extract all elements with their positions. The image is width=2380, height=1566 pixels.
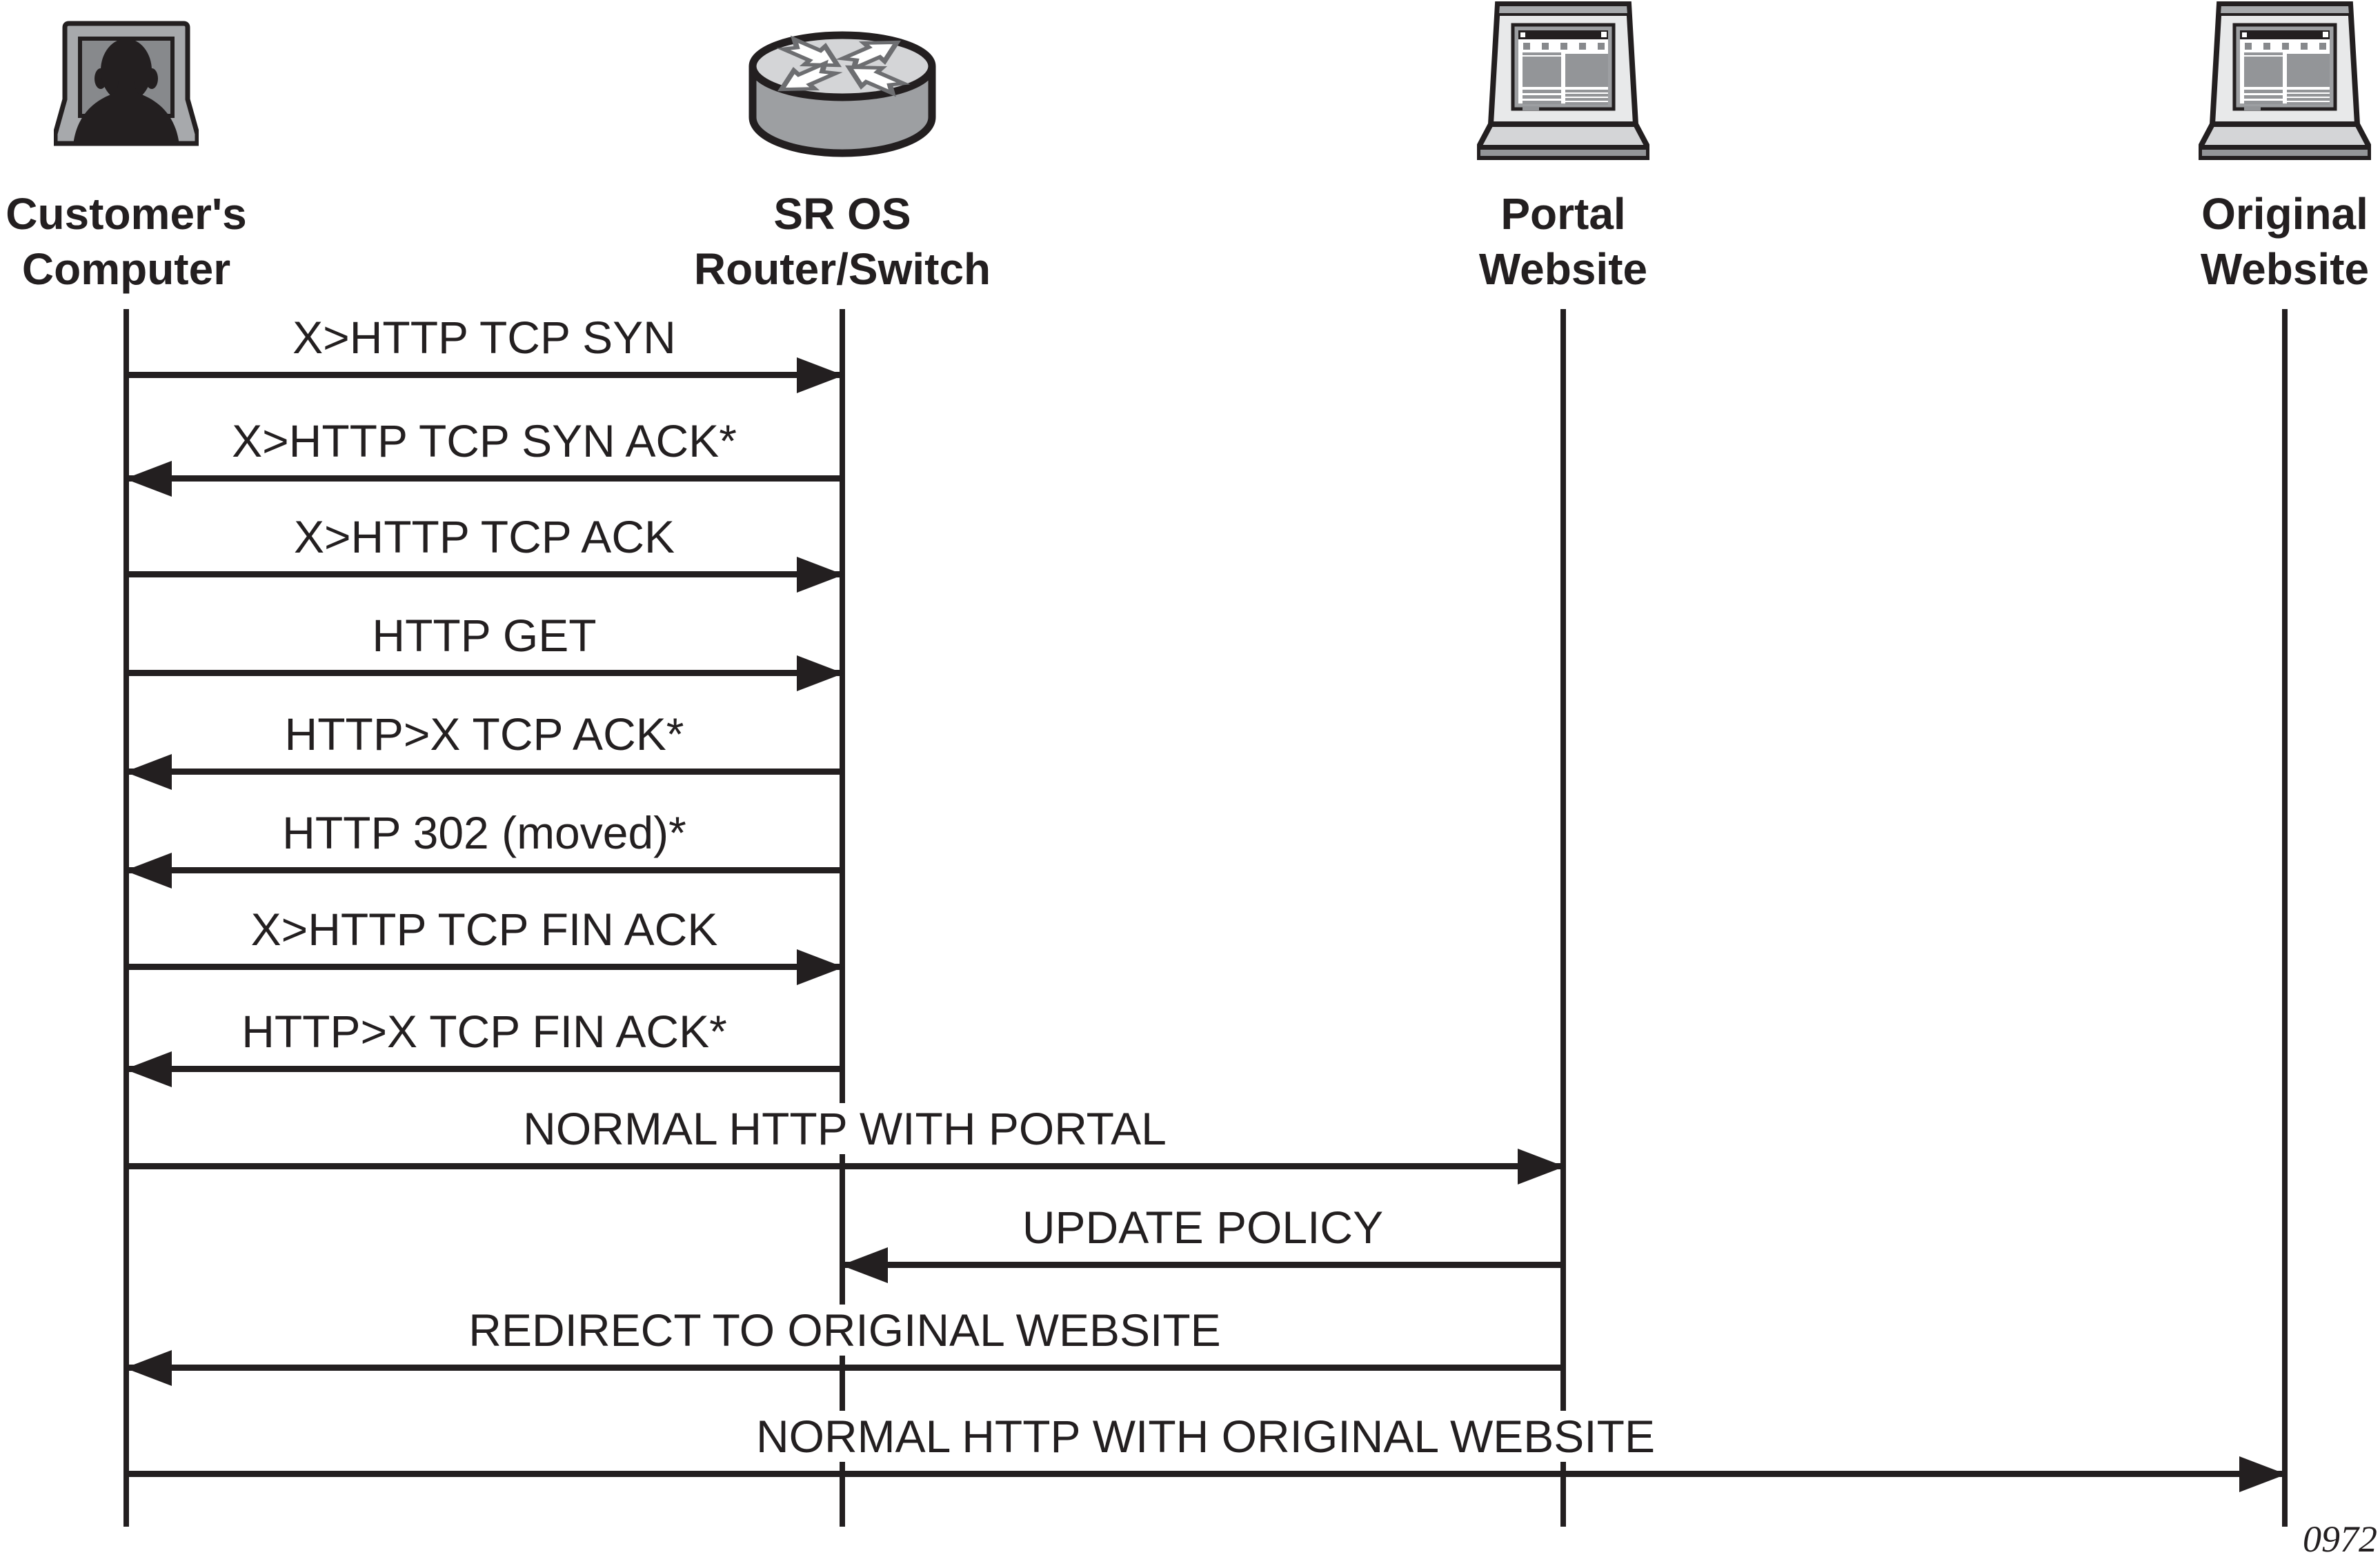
person-at-computer-icon [54, 21, 199, 146]
actor-portal-website: Portal Website [1342, 0, 1784, 310]
message-text: UPDATE POLICY [1013, 1202, 1392, 1253]
arrowhead-icon [797, 556, 844, 593]
message-text: REDIRECT TO ORIGINAL WEBSITE [460, 1305, 1229, 1356]
message-text: NORMAL HTTP WITH PORTAL [515, 1103, 1175, 1155]
message-label: HTTP>X TCP ACK* [126, 708, 842, 760]
message-label: NORMAL HTTP WITH ORIGINAL WEBSITE [126, 1411, 2285, 1463]
message-text: NORMAL HTTP WITH ORIGINAL WEBSITE [748, 1411, 1663, 1463]
lifeline-router [840, 309, 845, 1527]
message-text: HTTP>X TCP FIN ACK* [233, 1006, 735, 1058]
figure-number: 0972 [2303, 1518, 2377, 1560]
message-arrow-tcp-syn: X>HTTP TCP SYN [126, 312, 844, 393]
arrowhead-icon [841, 1247, 888, 1283]
arrowhead-icon [797, 655, 844, 691]
arrowhead-icon [125, 753, 172, 790]
message-arrow-normal-http-portal: NORMAL HTTP WITH PORTAL [126, 1103, 1565, 1185]
message-arrow-tcp-ack: X>HTTP TCP ACK [126, 511, 844, 593]
message-arrow-tcp-syn-ack: X>HTTP TCP SYN ACK* [125, 415, 842, 497]
message-text: X>HTTP TCP ACK [285, 511, 684, 563]
message-label: HTTP>X TCP FIN ACK* [126, 1006, 842, 1058]
arrowhead-icon [125, 852, 172, 889]
message-label: X>HTTP TCP FIN ACK [126, 904, 842, 955]
laptop-website-icon [1477, 1, 1649, 160]
message-arrow-update-policy: UPDATE POLICY [841, 1202, 1563, 1283]
message-label: X>HTTP TCP ACK [126, 511, 842, 563]
arrowhead-icon [797, 357, 844, 393]
message-label: X>HTTP TCP SYN [126, 312, 842, 364]
message-text: HTTP>X TCP ACK* [276, 708, 693, 760]
message-label: HTTP 302 (moved)* [126, 807, 842, 859]
message-label: HTTP GET [126, 610, 842, 662]
message-arrow-http-tcp-fin-ack: HTTP>X TCP FIN ACK* [125, 1006, 842, 1087]
actor-customer-computer: Customer's Computer [0, 0, 347, 310]
arrowhead-icon [125, 460, 172, 497]
lifeline-original [2282, 309, 2288, 1527]
message-label: REDIRECT TO ORIGINAL WEBSITE [126, 1305, 1563, 1356]
message-text: X>HTTP TCP SYN ACK* [224, 415, 745, 467]
actor-label-original: Original Website [2200, 189, 2370, 294]
message-arrow-http-get: HTTP GET [126, 610, 844, 691]
lifeline-portal [1560, 309, 1566, 1527]
message-arrow-tcp-fin-ack: X>HTTP TCP FIN ACK [126, 904, 844, 985]
arrowhead-icon [1518, 1148, 1565, 1185]
message-label: NORMAL HTTP WITH PORTAL [126, 1103, 1563, 1155]
message-label: X>HTTP TCP SYN ACK* [126, 415, 842, 467]
message-arrow-http-302: HTTP 302 (moved)* [125, 807, 842, 889]
actor-original-website: Original Website [2064, 0, 2380, 310]
message-arrow-normal-http-original: NORMAL HTTP WITH ORIGINAL WEBSITE [126, 1411, 2286, 1492]
actor-sros-router: SR OS Router/Switch [622, 0, 1063, 310]
lifeline-customer [123, 309, 129, 1527]
message-text: HTTP GET [364, 610, 605, 662]
actor-label-portal: Portal Website [1478, 189, 1648, 294]
actor-label-router: SR OS Router/Switch [693, 189, 991, 294]
arrowhead-icon [797, 949, 844, 985]
laptop-website-icon [2199, 1, 2371, 160]
arrowhead-icon [125, 1349, 172, 1386]
message-arrow-http-tcp-ack: HTTP>X TCP ACK* [125, 708, 842, 790]
message-label: UPDATE POLICY [842, 1202, 1563, 1253]
actor-label-customer: Customer's Computer [6, 189, 247, 294]
message-text: HTTP 302 (moved)* [274, 807, 695, 859]
arrowhead-icon [2239, 1456, 2286, 1492]
arrowhead-icon [125, 1051, 172, 1087]
message-text: X>HTTP TCP FIN ACK [242, 904, 726, 955]
message-text: X>HTTP TCP SYN [284, 312, 684, 364]
router-icon [748, 31, 936, 157]
message-arrow-redirect-original: REDIRECT TO ORIGINAL WEBSITE [125, 1305, 1563, 1386]
